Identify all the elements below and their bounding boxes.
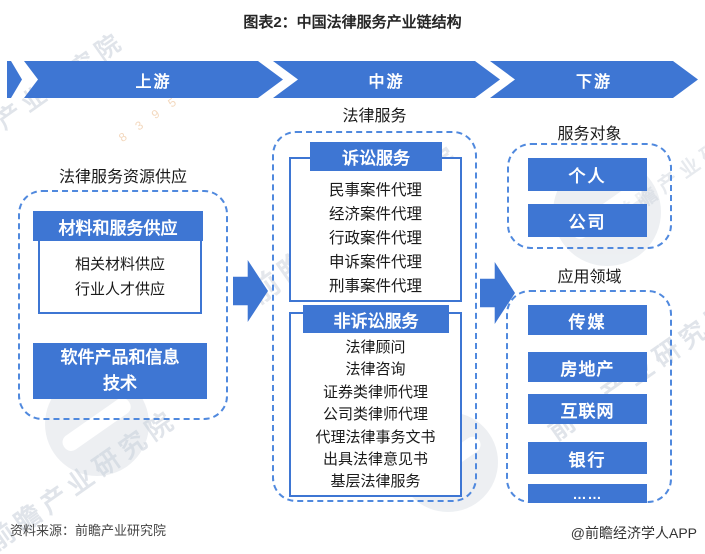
service-targets-label: 服务对象 [557, 126, 622, 143]
list-item: 行业人才供应 [74, 281, 165, 298]
source-note: 资料来源：前瞻产业研究院 [10, 523, 167, 538]
list-item: 法律顾问 [345, 339, 406, 356]
banner-segment-downstream: 下游 [490, 61, 698, 98]
software-box-line: 技术 [103, 374, 137, 393]
list-item: 代理法律事务文书 [315, 428, 436, 446]
banner-segment-label: 上游 [135, 73, 172, 91]
upstream-dashed-box [18, 190, 228, 420]
upstream-section-label: 法律服务资源供应 [58, 169, 187, 186]
banner-segment-label: 中游 [368, 73, 405, 91]
list-item: 出具法律意见书 [322, 451, 428, 469]
non-litigation-header-box: 非诉讼服务 [303, 305, 449, 333]
list-item: 公司类律师代理 [322, 406, 428, 424]
application-fields-label: 应用领域 [557, 269, 622, 286]
banner-segment-upstream: 上游 [24, 61, 283, 98]
list-item: 证券类律师代理 [322, 383, 428, 401]
field-item-box: 房地产 [528, 352, 647, 382]
target-item-box: 个人 [528, 158, 647, 191]
service-targets-dashed-box [507, 143, 672, 249]
page-title: 图表2：中国法律服务产业链结构 [243, 14, 462, 31]
software-box: 软件产品和信息 技术 [33, 343, 207, 399]
supply-items-box [38, 239, 202, 314]
non-litigation-list: 法律顾问 法律咨询 证券类律师代理 公司类律师代理 代理法律事务文书 出具法律意… [289, 337, 462, 494]
list-item: 法律咨询 [345, 361, 406, 379]
field-item-box-ellipsis: …… [528, 484, 647, 503]
banner-segment-midstream: 中游 [273, 61, 500, 98]
midstream-section-label: 法律服务 [342, 108, 407, 125]
list-item: 行政案件代理 [328, 230, 422, 247]
supply-header-box: 材料和服务供应 [33, 211, 203, 241]
list-item: 民事案件代理 [328, 182, 422, 199]
list-item: 相关材料供应 [74, 256, 165, 273]
supply-items-list: 相关材料供应 行业人才供应 [38, 252, 202, 302]
litigation-box [289, 157, 462, 302]
list-item: 刑事案件代理 [328, 278, 422, 295]
litigation-list: 民事案件代理 经济案件代理 行政案件代理 申诉案件代理 刑事案件代理 [289, 179, 462, 299]
banner-segment-label: 下游 [575, 73, 612, 91]
litigation-header-box: 诉讼服务 [310, 142, 442, 171]
field-item-box: 银行 [528, 442, 647, 474]
list-item: 申诉案件代理 [328, 254, 422, 271]
field-item-box: 传媒 [528, 305, 647, 335]
list-item: 基层法律服务 [330, 473, 421, 491]
credit-note: @前瞻经济学人APP [570, 525, 697, 541]
target-item-box: 公司 [528, 204, 647, 237]
midstream-dashed-box [272, 131, 477, 502]
field-item-box: 互联网 [528, 394, 647, 424]
non-litigation-box [289, 312, 462, 497]
software-box-line: 软件产品和信息 [60, 348, 180, 367]
list-item: 经济案件代理 [328, 206, 422, 223]
